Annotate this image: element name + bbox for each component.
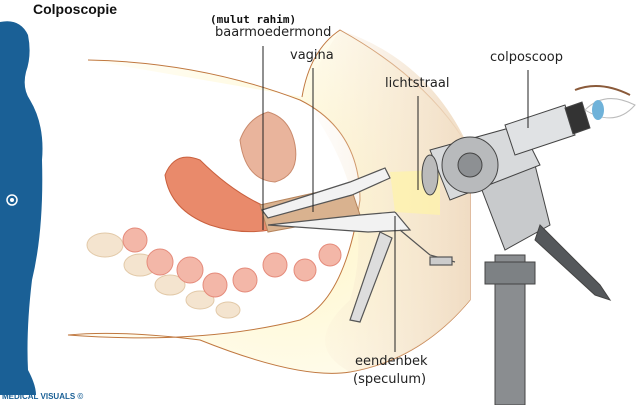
label-vagina: vagina [290,48,334,63]
label-colposcope: colposcoop [490,50,563,65]
label-cervix-translation: (mulut rahim) [210,13,297,26]
credit-logo: MEDICAL VISUALS © [2,392,84,401]
label-speculum-latin: (speculum) [353,372,427,387]
label-cervix: baarmoedermond [215,25,332,40]
page-title: Colposcopie [33,1,118,17]
position-marker-icon [6,194,18,206]
intestines [122,227,342,298]
speculum-illustration [261,167,456,323]
label-light-beam: lichtstraal [385,76,450,91]
eye-icon [574,85,636,120]
bladder [239,111,297,183]
leader-lines [262,46,529,352]
colposcope-illustration [421,101,612,405]
patient-silhouette [0,21,43,395]
label-speculum: eendenbek [355,354,428,369]
